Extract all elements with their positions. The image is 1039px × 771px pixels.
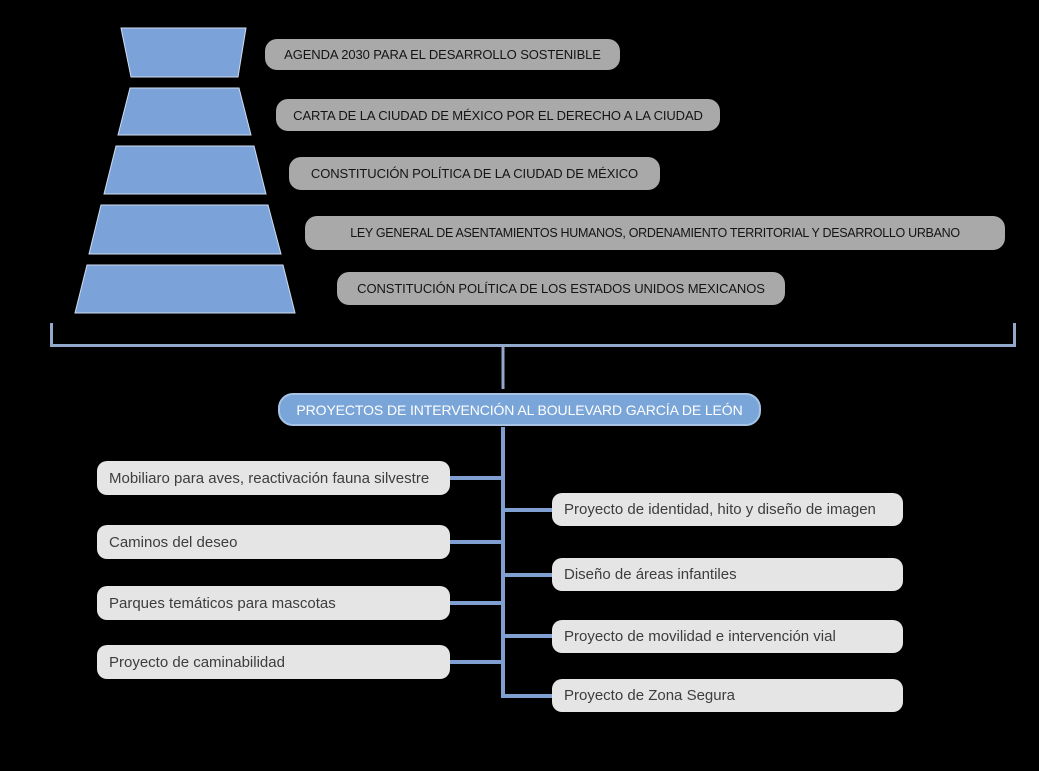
project-box-parques-mascotas: Parques temáticos para mascotas (97, 586, 450, 620)
project-box-mobiliario-aves: Mobiliaro para aves, reactivación fauna … (97, 461, 450, 495)
pyramid-level-3-shape (103, 145, 267, 195)
project-box-caminabilidad: Proyecto de caminabilidad (97, 645, 450, 679)
bracket-line (50, 323, 1016, 347)
pyramid-level-1-shape (120, 27, 247, 78)
pyramid-label-carta-cdmx: CARTA DE LA CIUDAD DE MÉXICO POR EL DERE… (276, 99, 720, 131)
pyramid-label-constitucion-mexicanos: CONSTITUCIÓN POLÍTICA DE LOS ESTADOS UNI… (337, 272, 785, 305)
pyramid-level-2-shape (117, 87, 252, 136)
pyramid-label-ley-general: LEY GENERAL DE ASENTAMIENTOS HUMANOS, OR… (305, 216, 1005, 250)
project-box-caminos-del-deseo: Caminos del deseo (97, 525, 450, 559)
project-box-movilidad-vial: Proyecto de movilidad e intervención via… (552, 620, 903, 653)
project-box-zona-segura: Proyecto de Zona Segura (552, 679, 903, 712)
pyramid-level-5-shape (74, 264, 296, 314)
hub-title-box: PROYECTOS DE INTERVENCIÓN AL BOULEVARD G… (278, 393, 761, 426)
project-box-areas-infantiles: Diseño de áreas infantiles (552, 558, 903, 591)
pyramid-label-agenda-2030: AGENDA 2030 PARA EL DESARROLLO SOSTENIBL… (265, 39, 620, 70)
pyramid-level-4-shape (88, 204, 282, 255)
pyramid-label-constitucion-cdmx: CONSTITUCIÓN POLÍTICA DE LA CIUDAD DE MÉ… (289, 157, 660, 190)
project-box-identidad-hito: Proyecto de identidad, hito y diseño de … (552, 493, 903, 526)
